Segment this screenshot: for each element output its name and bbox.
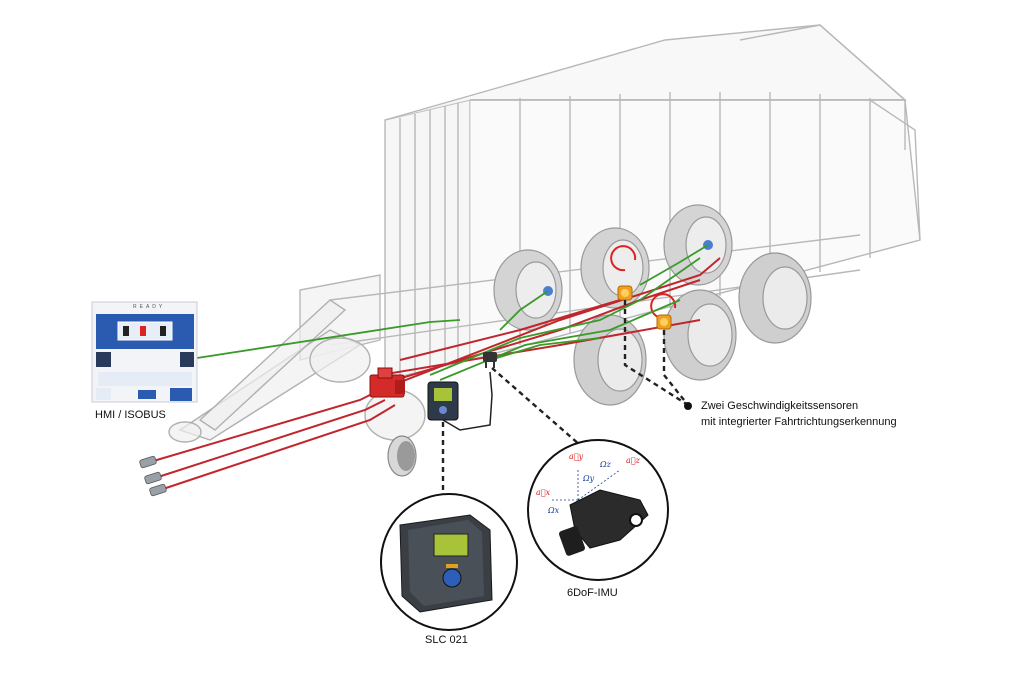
speed-sensors-label: Zwei Geschwindigkeitssensoren mit integr… [701, 398, 897, 430]
imu-axis-omega-y: Ωy [583, 474, 595, 483]
imu-axis-omega-z: Ωz [600, 460, 611, 469]
speed-sensors-label-line1: Zwei Geschwindigkeitssensoren [701, 400, 859, 412]
drawbar [168, 299, 426, 443]
wheels [493, 204, 812, 406]
controller-on-trailer [427, 381, 459, 421]
slc-detail-circle [380, 493, 518, 631]
wheel-right-1 [573, 314, 647, 406]
jockey-wheel [387, 435, 417, 477]
hose-couplings [139, 455, 167, 497]
speed-sensors [617, 285, 672, 330]
valve-block [369, 367, 405, 398]
imu-axis-az: a⃗z [626, 456, 640, 465]
hmi-screen [91, 301, 198, 403]
imu-axis-ax: a⃗x [536, 488, 551, 497]
controller-cable [442, 371, 493, 431]
imu-label: 6DoF-IMU [567, 587, 618, 599]
can-lines [196, 244, 709, 381]
wheel-rear-left-1 [493, 249, 563, 331]
wheel-rear-left-3 [663, 204, 733, 286]
wheel-right-2 [663, 289, 737, 381]
hmi-status-text: READY [133, 304, 166, 310]
slc-label: SLC 021 [425, 634, 468, 646]
imu-detail-circle [527, 439, 669, 581]
imu-axis-ay: a⃗y [569, 452, 584, 461]
wheel-right-3 [738, 252, 812, 344]
imu-axis-omega-x: Ωx [548, 506, 560, 515]
hmi-label: HMI / ISOBUS [95, 409, 166, 421]
callout-dot [684, 402, 692, 410]
imu-on-trailer [483, 352, 497, 368]
callout-lines [441, 300, 689, 495]
speed-sensors-label-line2: mit integrierter Fahrtrichtungserkennung [701, 416, 897, 428]
